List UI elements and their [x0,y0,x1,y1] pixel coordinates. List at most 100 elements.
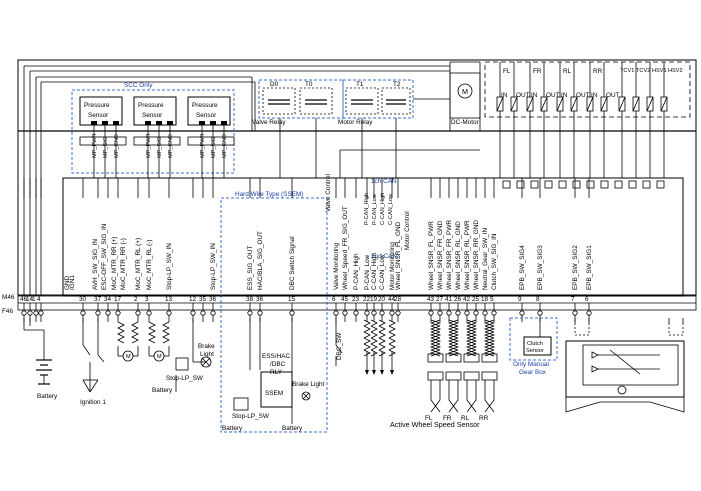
dc-motor: M DC-Motor [449,72,481,126]
connector-pin-number: 2 [134,296,138,303]
svg-text:Sensor: Sensor [526,348,544,354]
svg-text:Only Manual: Only Manual [513,361,549,368]
ecu-pin-label: Wheel_SNSR_RL_PWR [464,220,471,290]
connector-pin-number: 8 [536,296,540,303]
connector-pin-number: 14 [26,296,34,303]
connector-pin-number: 18 [481,296,489,303]
ecu-pin-label: Wheel_SNSR_RL_GND [455,221,462,290]
brake-light-line1: Brake [198,343,215,350]
can1-label: 1ch CAN [371,178,397,185]
ecu-pin-label: Wheel_SNSR_FR_GND [437,220,444,290]
ecu-pin-label: Wheel_SNSR_RR_GND [473,220,480,290]
connector-pin-number: 36 [209,296,217,303]
sensor-pin-label: MP_GND [114,134,120,158]
pressure-sensor-2: Pressure Sensor [133,96,177,126]
ecu-pin-label: Wheel_SNSR_FL_PWR [428,221,435,290]
ignition-label: Ignition 1 [80,399,106,406]
connector-pin-number: 1 [32,296,36,303]
can-label: P-CAN_Low [372,193,378,225]
sensor-pin-label: MP_PWR [200,133,206,158]
ecu-pin-label: Neutral_Gear_SW_IN [482,227,489,290]
active-wheel-label: Active Wheel Speed Sensor [390,420,480,429]
svg-text:ESS/HAC: ESS/HAC [262,353,290,360]
connector-pin-number: 15 [288,296,296,303]
connector-pin-number: 44 [388,296,396,303]
sensor-pin-label: MP_SIG [103,137,109,158]
valve-in-label: IN [531,92,538,99]
wheel-letter: FR [443,415,452,422]
ecu-pin-label: MoC_MTR_RR (-) [120,238,127,290]
pressure-sensor-1-line2: Sensor [88,112,109,119]
connector-pin-number: 36 [256,296,264,303]
ecu-vertical-label: Motor Control [404,211,411,250]
ecu-pin-label: Stop-LP_SW_IN [210,243,217,290]
can-label: C-CAN_Low [388,193,394,225]
hard-wire-box [220,197,328,433]
sensor-pin-label: MP_GND [222,134,228,158]
battery2-label: Battery [152,387,173,394]
sensor-pin-label: MP_PWR [92,133,98,158]
valve-out-label: OUT [546,92,560,99]
ecu-pin-label: MoC_MTR_RL (+) [135,238,142,290]
brake-light-line2: Light [200,351,214,358]
stop-lp-circuit: Brake Light Stop-LP_SW Battery [152,318,215,394]
ecu-pin-label: Motor Monitoring [389,242,396,290]
ecu-vertical-label: Valve Control [325,174,332,212]
connector-pin-number: 25 [472,296,480,303]
ecu-pin-label: AVH_SW_SIG_IN [92,239,99,290]
connector-pin-number: 23 [352,296,360,303]
battery-label: Battery [37,393,58,400]
ecu-pin-label: P-CAN_Low [364,254,371,290]
stop-lp-sw-label: Stop-LP_SW [166,375,204,382]
svg-text:M: M [157,354,162,360]
relay-contacts [251,77,480,178]
ssem-circuit: SSEM ESS/HAC /DBC RLY Brake Light Stop-L… [222,318,325,432]
wheel-letter: FL [425,415,433,422]
connector-pin-number: 19 [370,296,378,303]
moc-motor-rr: M [117,321,139,362]
ecu-pin-label: Wheel_SNSR_FR_PWR [446,220,453,290]
scc-only-group: SCC Only Pressure Sensor Pressure Sensor… [71,82,235,178]
ignition-switch: Ignition 1 [29,318,106,406]
valve-wheel-label: RL [563,68,572,75]
ecu-pin-label: IGN1 [69,275,76,290]
svg-text:Sensor: Sensor [142,112,163,119]
connector-pin-number: 5 [490,296,494,303]
sensor-pin-label: MP_SIG [157,137,163,158]
valve-out-label: OUT [606,92,620,99]
svg-text:M: M [126,354,131,360]
ecu-pin-label: ESC-OFF_SW_SIG_IN [101,223,108,290]
connector-pin-number: 13 [165,296,173,303]
connector-pin-number: 38 [246,296,254,303]
relay-t1-label: T1 [356,81,364,88]
ecu-pin-label: P-CAN_High [353,253,360,290]
can-label: C-CAN_High [380,193,386,225]
svg-text:Gear Box: Gear Box [519,369,547,376]
ecu-pin-label: MoC_MTR_RL (-) [146,239,153,290]
svg-text:RLY: RLY [270,369,283,376]
ssem-label: SSEM [265,390,283,397]
m46-label: M46 [2,294,15,301]
relay-area: D0 T0 T1 T2 Valve Relay [251,72,481,178]
dbc-switch: DBC_SW [335,318,343,366]
connector-pin-number: 42 [463,296,471,303]
ecu-pin-label: DBC Switch Signal [289,236,296,290]
relay-d0-label: D0 [270,81,279,88]
wheel-letter: RR [479,415,489,422]
ecu-pin-label: GND [64,275,71,290]
valve-extra-label: TCV1 [620,68,634,74]
connector-pin-number: 4 [37,296,41,303]
ecu-pin-label: Wheel_Speed_FR_SIG_OUT [342,206,349,290]
valve-in-label: IN [501,92,508,99]
connector-pin-number: 3 [145,296,149,303]
stop-lp-sw2-label: Stop-LP_SW [232,413,270,420]
connector-pin-number: 6 [585,296,589,303]
scc-only-label: SCC Only [124,82,153,89]
sensor-pin-label: MP_GND [168,134,174,158]
svg-text:Pressure: Pressure [138,102,164,109]
can-label: P-CAN_High [364,193,370,225]
